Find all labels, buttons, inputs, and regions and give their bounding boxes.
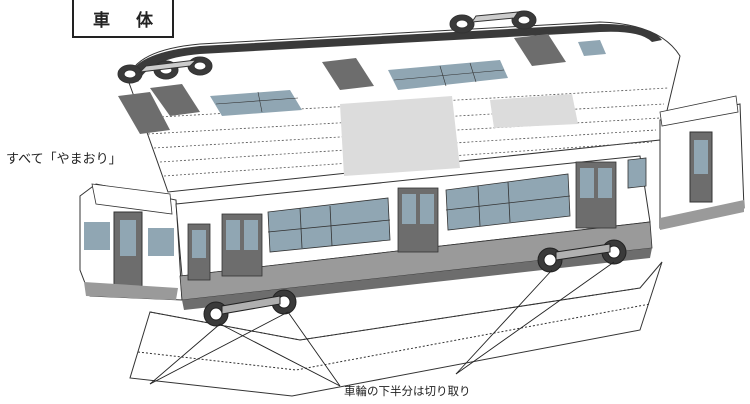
right-end-panel: [659, 95, 745, 230]
leader-lines: [149, 261, 615, 387]
roof-pantographs: [117, 10, 537, 84]
roof-windows: [118, 34, 606, 134]
roof-dark-edge: [130, 24, 662, 82]
bottom-flap: [129, 261, 663, 397]
title-text: 車 体: [93, 10, 163, 31]
wheel-instruction-label: 車輪の下半分は切り取り: [344, 384, 471, 398]
left-end-panel: [79, 183, 183, 301]
car-side: [175, 155, 653, 310]
roof: [117, 10, 681, 193]
side-windows: [267, 157, 647, 253]
wheels: [203, 239, 627, 327]
title-box: 車 体: [72, 0, 174, 38]
fold-instruction-label: すべて「やまおり」: [6, 152, 122, 167]
